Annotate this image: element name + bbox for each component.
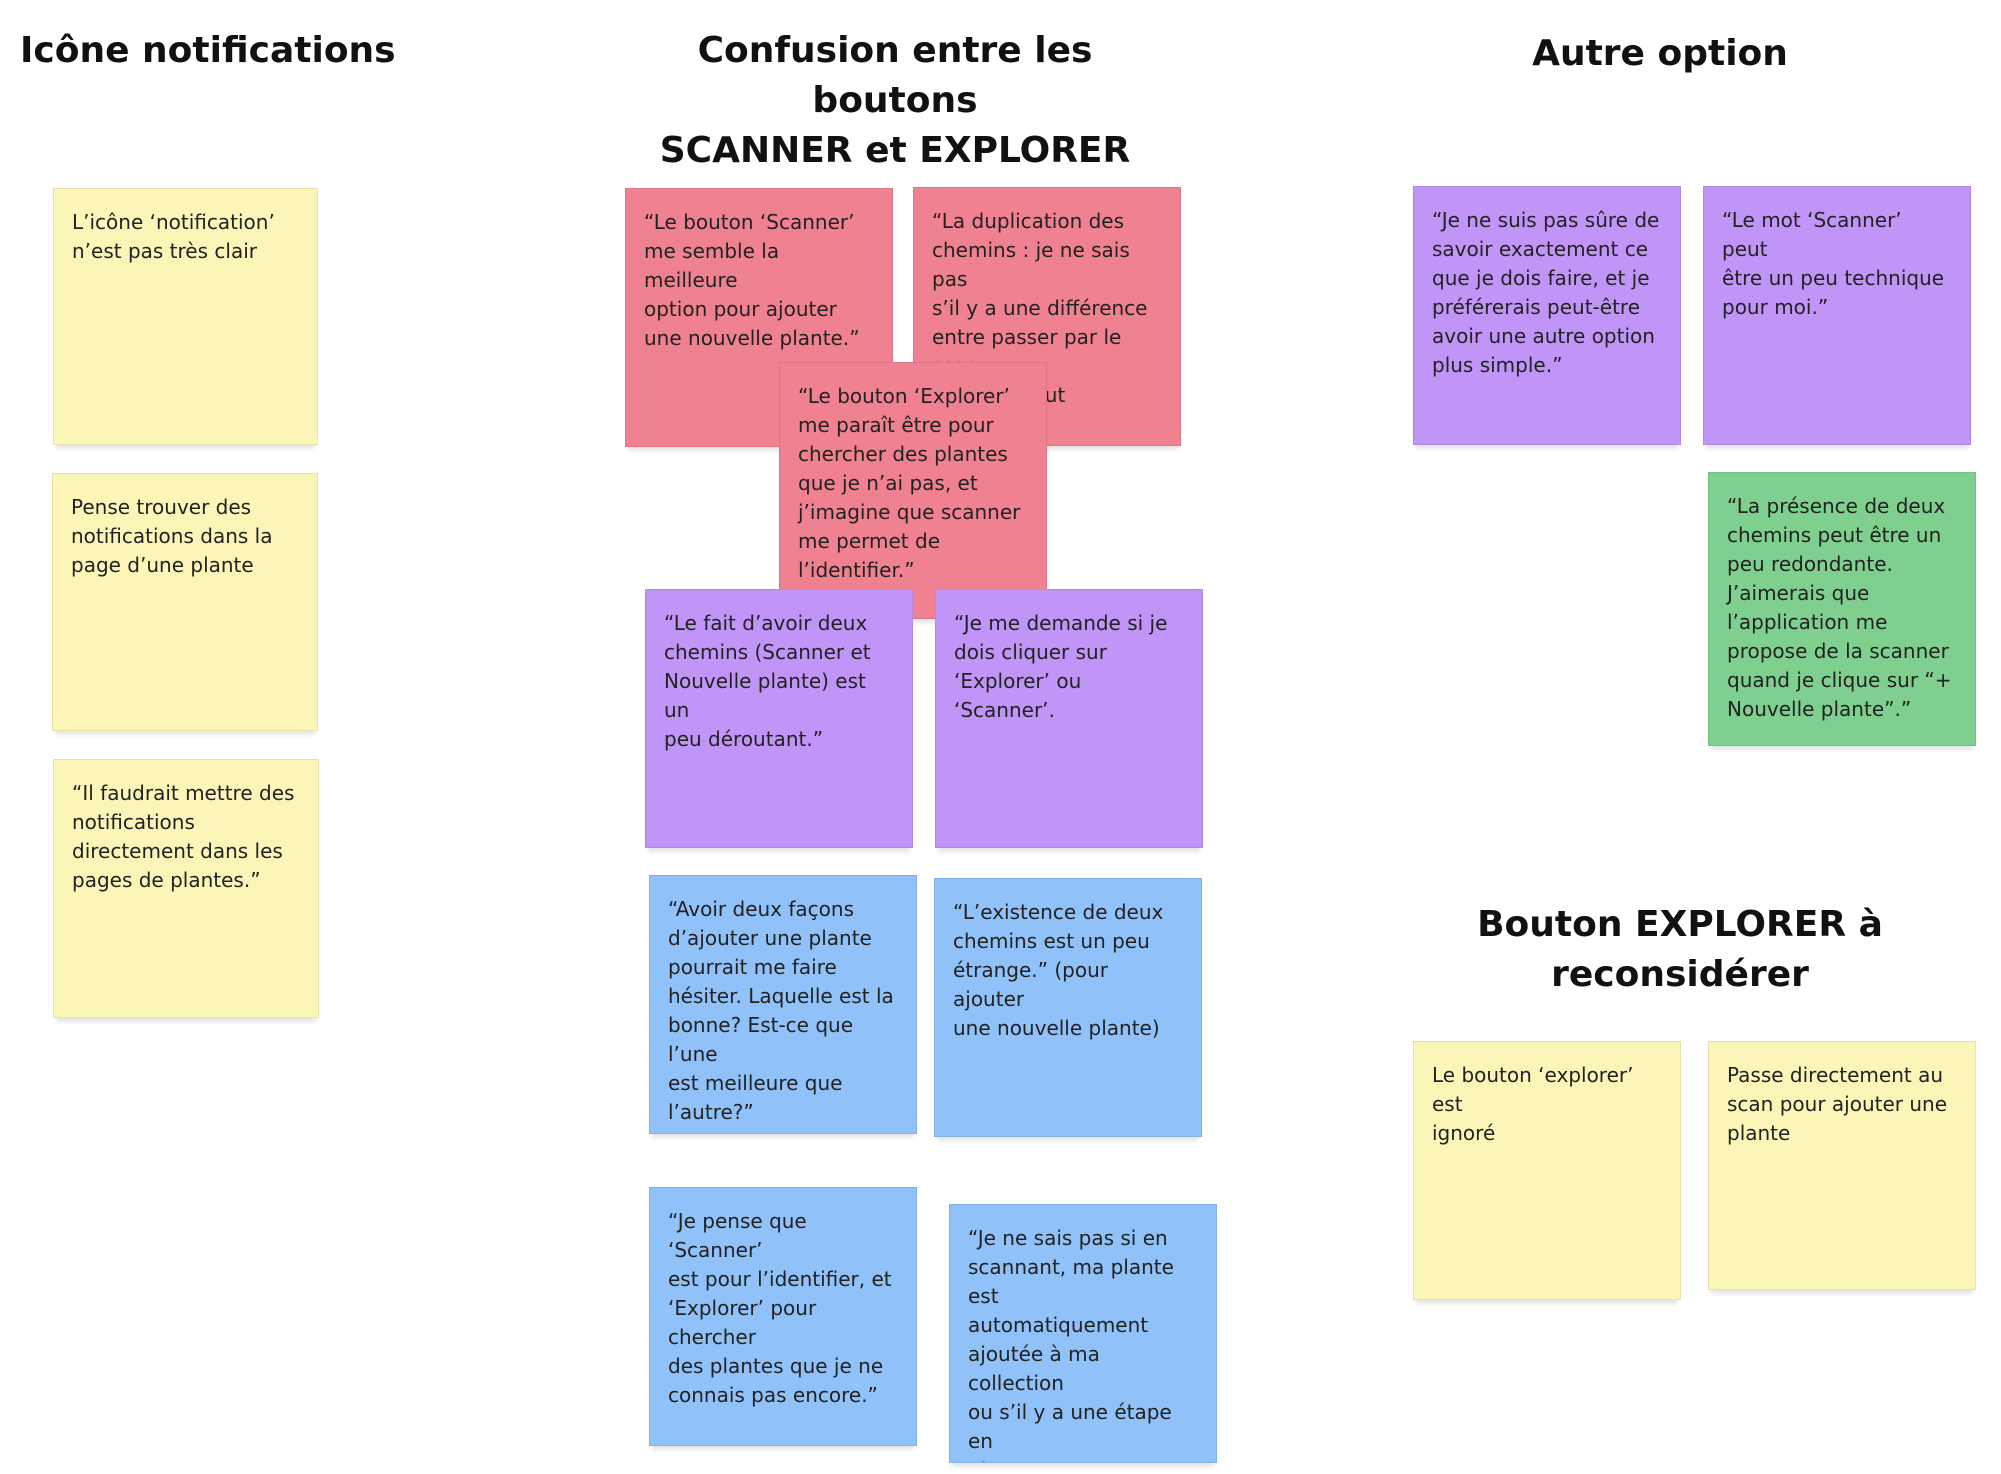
sticky-note-text: “Le bouton ‘Explorer’ me paraît être pou… [798,384,1021,582]
sticky-note[interactable]: Le bouton ‘explorer’ est ignoré [1413,1041,1681,1300]
sticky-note[interactable]: “La présence de deux chemins peut être u… [1708,472,1976,746]
sticky-note-text: Passe directement au scan pour ajouter u… [1727,1063,1947,1145]
sticky-note-text: “L’existence de deux chemins est un peu … [953,900,1164,1040]
sticky-note[interactable]: Passe directement au scan pour ajouter u… [1708,1041,1976,1290]
heading-bouton-explorer: Bouton EXPLORER à reconsidérer [1477,904,1883,995]
sticky-note-text: “Le fait d’avoir deux chemins (Scanner e… [664,611,871,751]
sticky-note[interactable]: “Le bouton ‘Scanner’ me semble la meille… [625,188,893,447]
sticky-note-text: “Je pense que ‘Scanner’ est pour l’ident… [668,1209,892,1407]
sticky-note[interactable]: “Le bouton ‘Explorer’ me paraît être pou… [779,362,1047,619]
sticky-note[interactable]: “L’existence de deux chemins est un peu … [934,878,1202,1137]
sticky-note[interactable]: “Il faudrait mettre des notifications di… [53,759,319,1018]
sticky-note-text: “La présence de deux chemins peut être u… [1727,494,1952,721]
heading-icone-notifications: Icône notifications [20,30,396,71]
sticky-note-text: “Je me demande si je dois cliquer sur ‘E… [954,611,1168,722]
sticky-note-text: “Le bouton ‘Scanner’ me semble la meille… [644,210,860,350]
sticky-note-text: “Le mot ‘Scanner’ peut être un peu techn… [1722,208,1945,319]
heading-confusion-scanner-explorer: Confusion entre les boutons SCANNER et E… [659,30,1131,171]
sticky-note-text: Pense trouver des notifications dans la … [71,495,273,577]
sticky-note-text: L’icône ‘notification’ n’est pas très cl… [72,210,275,263]
sticky-note[interactable]: L’icône ‘notification’ n’est pas très cl… [53,188,318,445]
sticky-note-text: Le bouton ‘explorer’ est ignoré [1432,1063,1634,1145]
sticky-note[interactable]: “Le mot ‘Scanner’ peut être un peu techn… [1703,186,1971,445]
sticky-note-text: “Avoir deux façons d’ajouter une plante … [668,897,894,1124]
sticky-note[interactable]: “Je ne suis pas sûre de savoir exactemen… [1413,186,1681,445]
sticky-note-text: “Je ne sais pas si en scannant, ma plant… [968,1226,1174,1462]
heading-autre-option: Autre option [1532,33,1788,74]
sticky-note[interactable]: “Je pense que ‘Scanner’ est pour l’ident… [649,1187,917,1446]
sticky-note-text: “Il faudrait mettre des notifications di… [72,781,295,892]
sticky-note-text: “Je ne suis pas sûre de savoir exactemen… [1432,208,1660,377]
sticky-note[interactable]: “Avoir deux façons d’ajouter une plante … [649,875,917,1134]
sticky-note[interactable]: “Je ne sais pas si en scannant, ma plant… [949,1204,1217,1463]
sticky-note[interactable]: “Le fait d’avoir deux chemins (Scanner e… [645,589,913,848]
sticky-note[interactable]: “Je me demande si je dois cliquer sur ‘E… [935,589,1203,848]
sticky-note[interactable]: Pense trouver des notifications dans la … [52,473,318,731]
